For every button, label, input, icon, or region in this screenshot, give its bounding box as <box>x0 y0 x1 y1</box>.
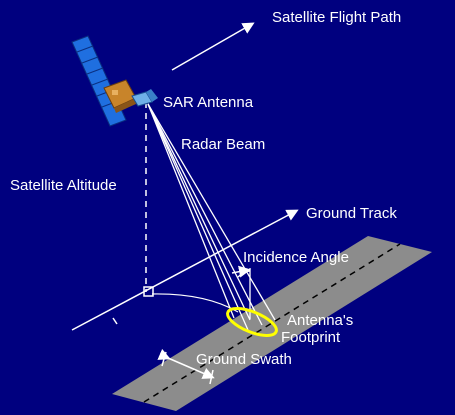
ground-swath-arrow <box>157 348 215 379</box>
ground-swath-label: Ground Swath <box>196 351 292 368</box>
incidence-angle-arrow <box>231 265 251 278</box>
antennas-footprint-label-line2: Footprint <box>281 329 341 346</box>
ground-track-label: Ground Track <box>306 205 397 222</box>
sar-antenna-label: SAR Antenna <box>163 94 254 111</box>
ground-swath-tick-right <box>209 369 214 385</box>
ground-track-line <box>71 209 299 331</box>
nadir-right-angle <box>143 286 154 297</box>
ground-track-tick <box>112 317 118 325</box>
solar-panel <box>71 35 127 127</box>
ground-swath-tick-left <box>161 351 167 367</box>
radar-beam <box>147 103 276 331</box>
satellite-altitude-label: Satellite Altitude <box>10 177 117 194</box>
antennas-footprint-label-line1: Antenna's <box>287 312 354 329</box>
satellite-flight-path-label: Satellite Flight Path <box>272 9 402 26</box>
flight-path-arrow <box>171 22 255 71</box>
radar-beam-label: Radar Beam <box>181 136 266 153</box>
incidence-angle-label: Incidence Angle <box>243 249 349 266</box>
satellite-icon <box>71 35 158 127</box>
antenna-footprint-ellipse <box>226 307 278 337</box>
